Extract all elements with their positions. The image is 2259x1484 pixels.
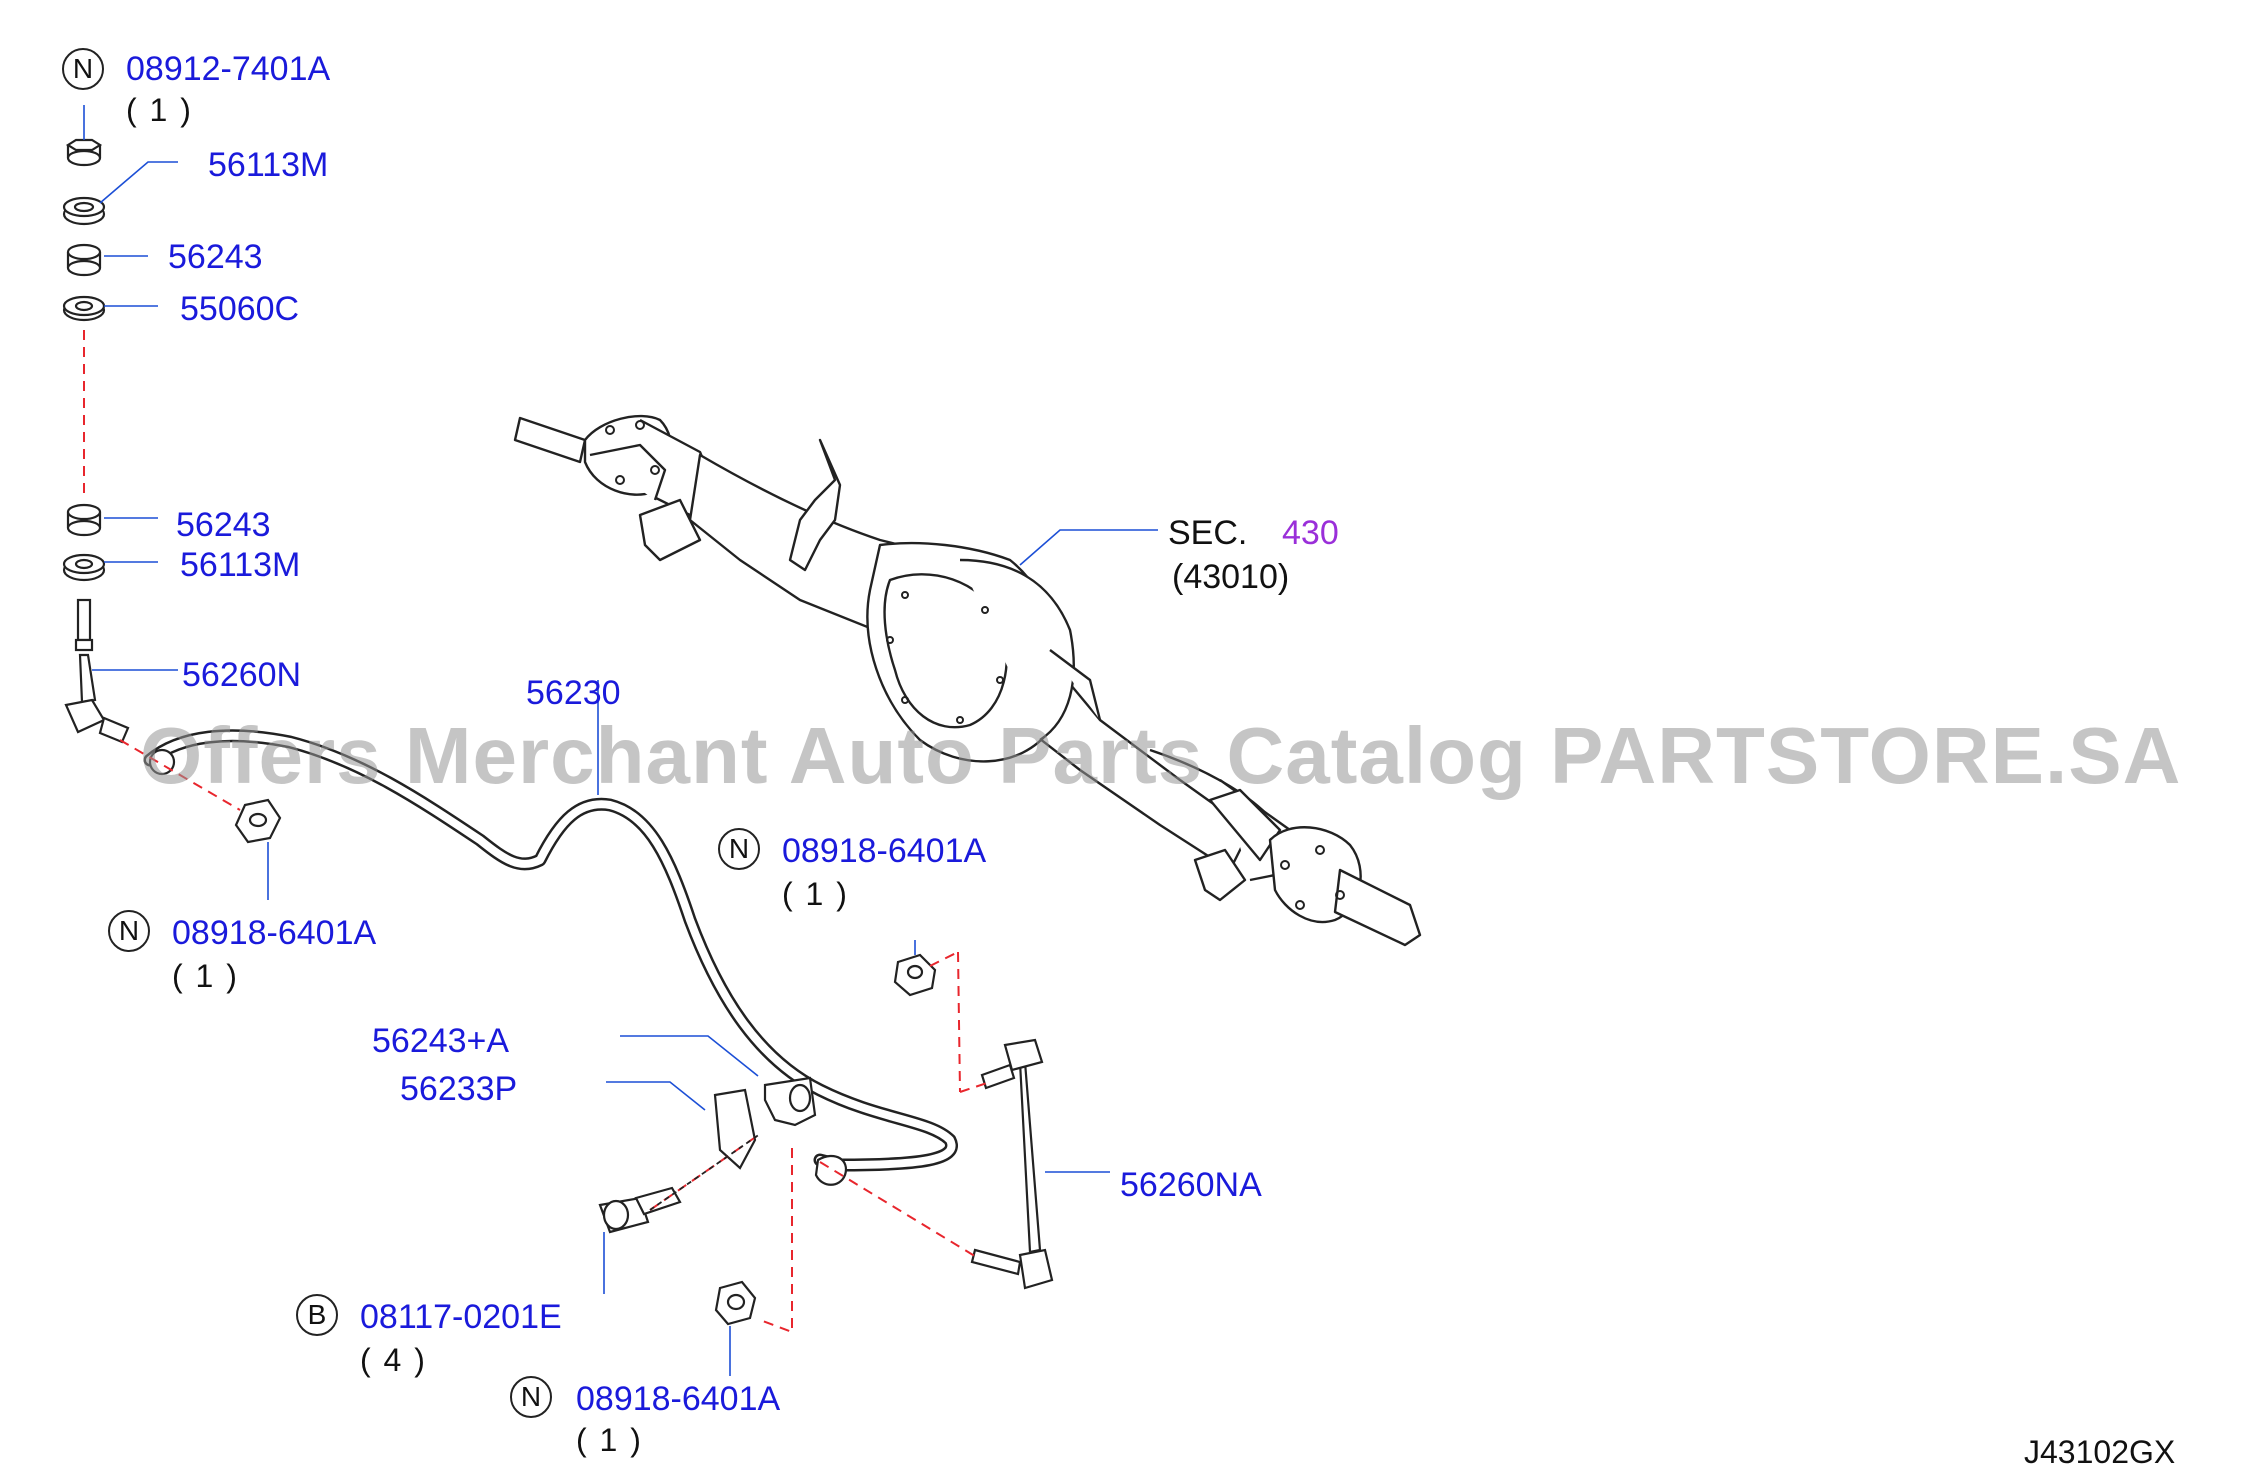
badge-nut-top: N [62,48,104,90]
callout-bushing-a[interactable]: 56243+A [372,1022,510,1060]
callout-washer-2[interactable]: 56113M [180,546,301,584]
watermark: Offers Merchant Auto Parts Catalog PARTS… [140,711,2182,800]
callout-washer-1[interactable]: 56113M [208,146,329,184]
callout-bushing-1[interactable]: 56243 [168,238,263,276]
qty-nut-mid: ( 1 ) [782,876,849,912]
callout-link-right[interactable]: 56260NA [1120,1166,1262,1204]
callout-nut-top[interactable]: 08912-7401A [126,50,331,88]
axle-housing [513,414,1422,947]
qty-nut-bottom: ( 1 ) [576,1422,643,1458]
qty-nut-left: ( 1 ) [172,958,239,994]
section-link[interactable]: 430 [1282,514,1339,552]
badge-bolt: B [296,1294,338,1336]
qty-nut-top: ( 1 ) [126,92,193,128]
badge-nut-bottom: N [510,1376,552,1418]
callout-stabilizer[interactable]: 56230 [526,674,621,712]
section-prefix: SEC. [1168,514,1248,552]
section-qty: (43010) [1172,558,1290,596]
badge-nut-left: N [108,910,150,952]
badge-nut-mid: N [718,828,760,870]
callout-retainer-1[interactable]: 55060C [180,290,300,328]
callout-nut-mid[interactable]: 08918-6401A [782,832,987,870]
callout-clamp[interactable]: 56233P [400,1070,518,1108]
right-side-parts [598,953,1054,1326]
leader-lines [83,105,1158,1376]
callout-bushing-2[interactable]: 56243 [176,506,271,544]
qty-bolt: ( 4 ) [360,1342,427,1378]
dashed-guides [83,330,991,1334]
callout-link-left[interactable]: 56260N [182,656,302,694]
callout-nut-left[interactable]: 08918-6401A [172,914,377,952]
callout-nut-bottom[interactable]: 08918-6401A [576,1380,781,1418]
callout-bolt[interactable]: 08117-0201E [360,1298,562,1336]
diagram-code: J43102GX [2024,1434,2176,1470]
